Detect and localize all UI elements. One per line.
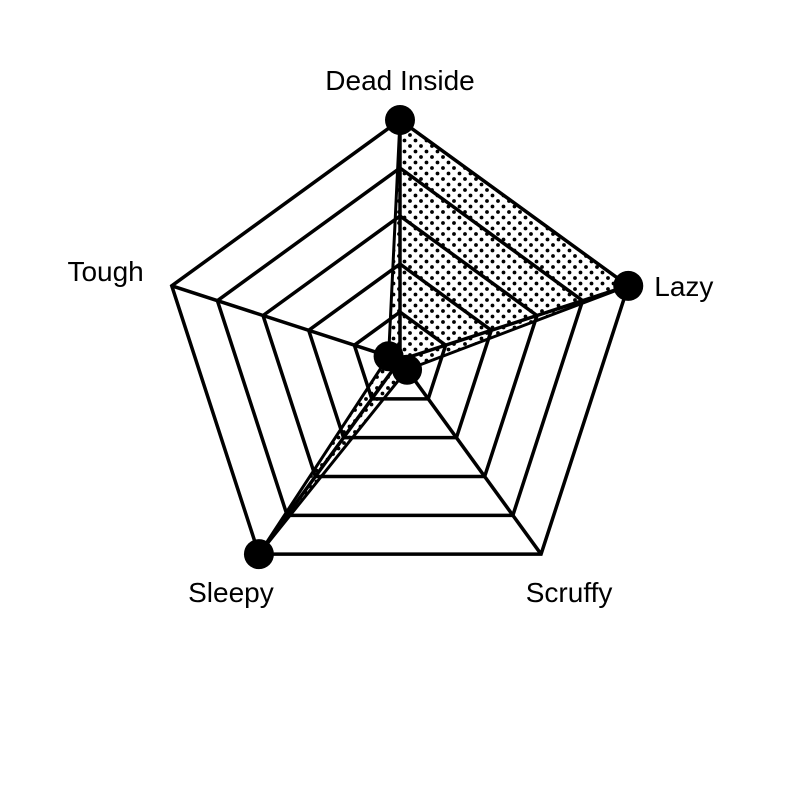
radar-series — [257, 117, 632, 556]
axis-label-1: Lazy — [654, 271, 713, 302]
axis-label-2: Scruffy — [526, 577, 613, 608]
series-area — [257, 117, 632, 556]
axis-label-3: Sleepy — [188, 577, 274, 608]
data-point-0 — [385, 105, 415, 135]
radar-points — [243, 105, 644, 570]
data-point-1 — [613, 270, 644, 301]
axis-spoke-4 — [171, 284, 401, 362]
axis-label-4: Tough — [67, 256, 143, 287]
data-point-4 — [373, 341, 404, 372]
axis-label-0: Dead Inside — [325, 65, 474, 96]
axis-spoke-2 — [398, 358, 543, 556]
data-point-3 — [243, 539, 274, 570]
